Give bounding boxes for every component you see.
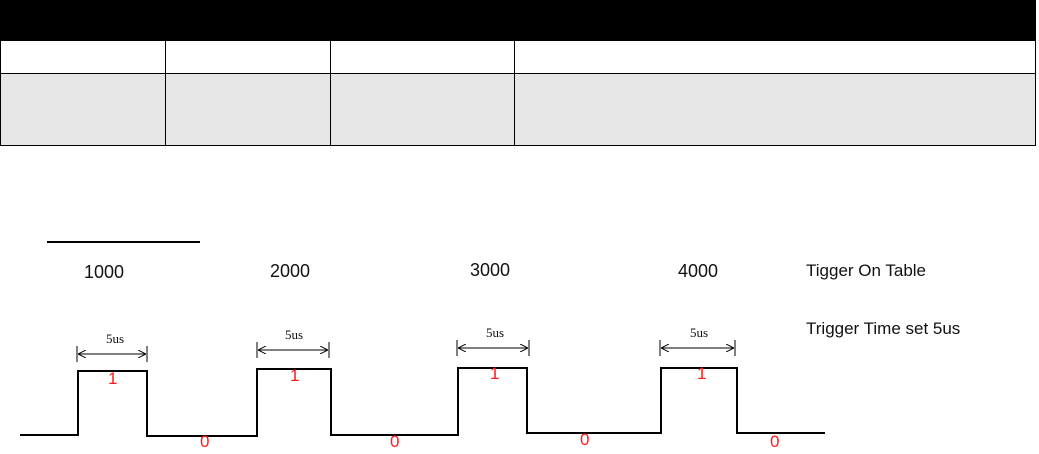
table-header-row xyxy=(0,0,1036,41)
table-cell xyxy=(0,73,166,146)
table-header-cell xyxy=(165,0,331,41)
table-cell xyxy=(330,73,515,146)
bit-low-label: 0 xyxy=(580,430,589,449)
trigger-time-label: Trigger Time set 5us xyxy=(806,319,960,338)
table-cell xyxy=(330,40,515,74)
bit-low-label: 0 xyxy=(390,432,399,451)
trigger-waveform xyxy=(20,367,825,437)
table-cell xyxy=(514,73,1036,146)
position-label-3000: 3000 xyxy=(470,260,510,280)
pulse-width-label: 5us xyxy=(285,327,303,342)
table-cell xyxy=(165,73,331,146)
trigger-timing-diagram: 1000 2000 3000 4000 Tigger On Table Trig… xyxy=(20,241,960,451)
pulse-width-label: 5us xyxy=(690,325,708,340)
pulse-width-annotation-1: 5us xyxy=(76,331,148,362)
pulse-width-label: 5us xyxy=(106,331,124,346)
bit-high-label: 1 xyxy=(697,364,706,383)
bit-high-label: 1 xyxy=(490,364,499,383)
table-cell xyxy=(165,40,331,74)
table-row xyxy=(0,73,1036,146)
position-label-4000: 4000 xyxy=(678,261,718,281)
bit-low-label: 0 xyxy=(770,432,779,451)
pulse-width-label: 5us xyxy=(486,325,504,340)
pulse-width-annotation-4: 5us xyxy=(659,325,736,356)
bit-high-label: 1 xyxy=(108,369,117,388)
trigger-on-label: Tigger On Table xyxy=(806,261,926,280)
table-cell xyxy=(0,40,166,74)
settings-table xyxy=(0,0,1036,146)
position-label-2000: 2000 xyxy=(270,261,310,281)
table-header-cell xyxy=(514,0,1036,41)
position-label-1000: 1000 xyxy=(84,262,124,282)
table-row xyxy=(0,40,1036,74)
pulse-width-annotation-3: 5us xyxy=(456,325,530,356)
pulse-width-annotation-2: 5us xyxy=(256,327,330,358)
table-header-cell xyxy=(330,0,515,41)
table-header-cell xyxy=(0,0,166,41)
table-cell xyxy=(514,40,1036,74)
bit-low-label: 0 xyxy=(200,432,209,451)
bit-high-label: 1 xyxy=(290,366,299,385)
